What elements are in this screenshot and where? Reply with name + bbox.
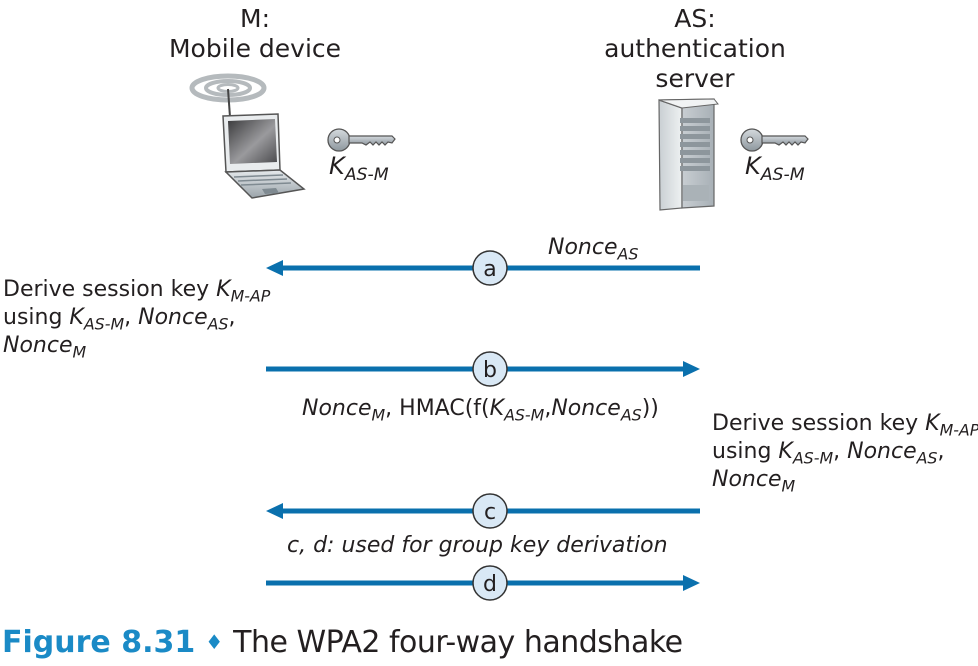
arrowhead-icon [683, 575, 700, 591]
nonce-subscript: M [371, 405, 386, 425]
server-title-line3: server [655, 64, 735, 93]
figure-caption: Figure 8.31 ♦ The WPA2 four-way handshake [2, 624, 683, 661]
nonce-text: Nonce [551, 396, 621, 421]
derive-text: Derive session key [3, 277, 217, 302]
closing-parens: )) [641, 396, 659, 421]
nonce-text: Nonce [138, 305, 208, 330]
key-subscript: AS-M [344, 165, 389, 186]
mobile-key-label: KAS-M [329, 152, 389, 184]
using-text: using [712, 439, 779, 464]
arrowhead-icon [683, 361, 700, 377]
nonce-subscript: AS [916, 448, 938, 468]
server-key-label: KAS-M [745, 152, 805, 184]
message-c-arrow: c [266, 493, 700, 529]
key-subscript: AS-M [792, 448, 834, 468]
key-subscript: AS-M [760, 165, 805, 186]
arrowhead-icon [266, 260, 283, 276]
key-subscript: AS-M [504, 405, 545, 425]
nonce-text: Nonce [548, 235, 618, 260]
derive-session-key-mobile: Derive session key KM-AP using KAS-M, No… [3, 276, 270, 360]
figure-number: Figure 8.31 [2, 625, 196, 660]
key-icon-server [740, 128, 809, 152]
step-circle [472, 351, 508, 387]
key-symbol: K [745, 152, 761, 180]
arrowhead-icon [266, 503, 283, 519]
step-label: c [484, 500, 496, 525]
server-title-line1: AS: [674, 4, 716, 33]
mobile-title-line1: M: [240, 4, 270, 33]
key-symbol: K [925, 411, 940, 436]
key-subscript: M-AP [230, 286, 271, 306]
key-subscript: AS-M [83, 314, 125, 334]
hmac-text: , HMAC(f( [385, 396, 490, 421]
authentication-server-title: AS: authentication server [570, 4, 820, 94]
using-text: using [3, 305, 70, 330]
message-d-arrow: d [266, 565, 700, 601]
key-symbol: K [489, 396, 505, 421]
server-title-line2: authentication [604, 34, 786, 63]
step-label: b [483, 358, 497, 383]
key-subscript: M-AP [939, 420, 978, 440]
separator: , [228, 305, 236, 330]
nonce-subscript: M [72, 342, 87, 362]
message-b-label: NonceM, HMAC(f(KAS-M,NonceAS)) [302, 395, 659, 423]
mobile-device-title: M: Mobile device [150, 4, 360, 64]
step-circle [472, 493, 508, 529]
nonce-text: Nonce [3, 333, 73, 358]
derive-text: Derive session key [712, 411, 926, 436]
message-a-label: NonceAS [548, 234, 638, 262]
key-symbol: K [329, 152, 345, 180]
laptop-icon [189, 73, 306, 199]
step-circle [472, 565, 508, 601]
step-label: d [483, 572, 497, 597]
message-arrows: a b c d [266, 250, 700, 601]
server-icon [658, 98, 719, 211]
step-label: a [483, 257, 496, 282]
diamond-separator-icon: ♦ [205, 630, 224, 654]
separator: , [833, 439, 848, 464]
nonce-subscript: M [781, 476, 796, 496]
nonce-subscript: AS [620, 405, 642, 425]
separator: , [937, 439, 945, 464]
nonce-text: Nonce [302, 396, 372, 421]
message-cd-label: c, d: used for group key derivation [287, 533, 668, 558]
key-symbol: K [216, 277, 231, 302]
nonce-subscript: AS [617, 244, 639, 264]
derive-session-key-server: Derive session key KM-AP using KAS-M, No… [712, 410, 978, 494]
key-icon-mobile [327, 128, 396, 152]
mobile-title-line2: Mobile device [168, 34, 342, 63]
separator: , [124, 305, 139, 330]
key-symbol: K [778, 439, 793, 464]
message-b-arrow: b [266, 351, 700, 387]
key-symbol: K [69, 305, 84, 330]
separator: , [544, 396, 552, 421]
nonce-subscript: AS [207, 314, 229, 334]
caption-text: The WPA2 four-way handshake [233, 625, 683, 660]
step-circle [472, 250, 508, 286]
nonce-text: Nonce [847, 439, 917, 464]
message-a-arrow: a [266, 250, 700, 286]
nonce-text: Nonce [712, 467, 782, 492]
